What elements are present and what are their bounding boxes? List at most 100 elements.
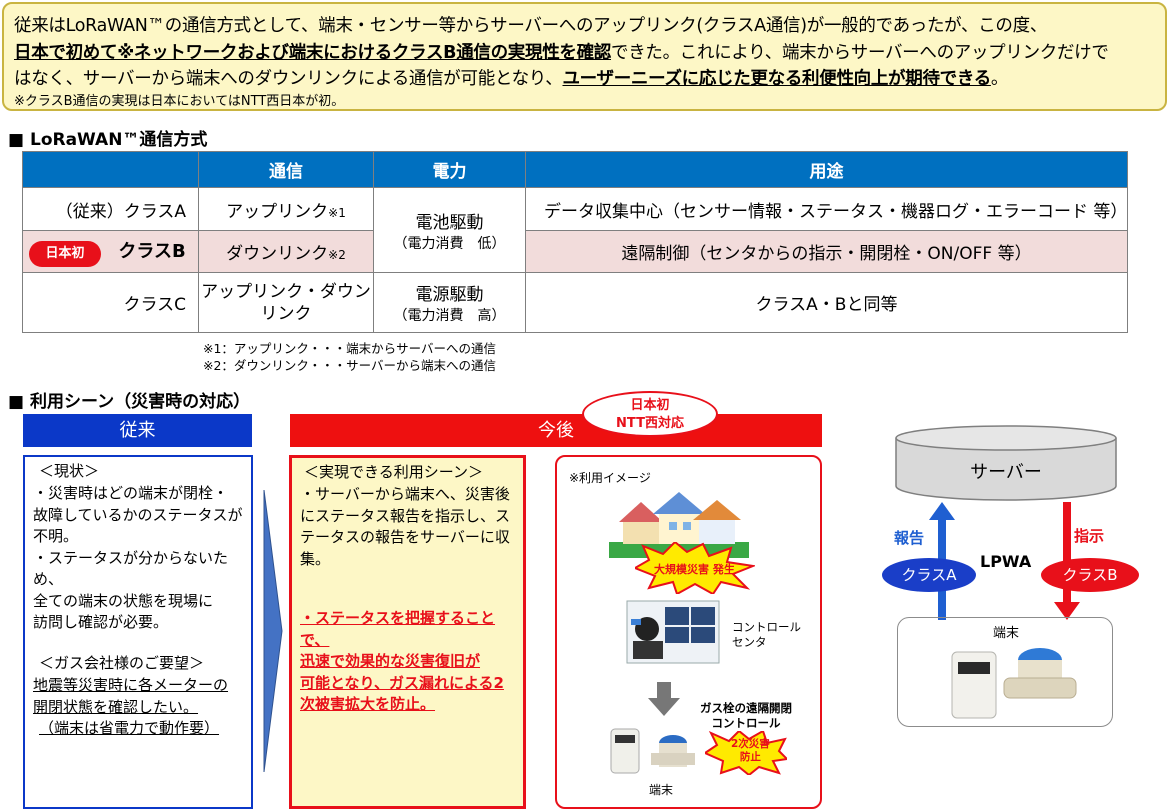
table-row-class-b: 日本初 クラスB ダウンリンク※2 遠隔制御（センタからの指示・開閉栓・ON/O…	[22, 230, 1128, 273]
class-c-power-cell: 電源駆動 （電力消費 高）	[373, 272, 526, 333]
class-b-comm: ダウンリンク※2	[198, 230, 374, 273]
center-label-line: センタ	[732, 635, 767, 649]
after-head: ＜実現できる利用シーン＞	[304, 463, 483, 481]
request-line: 開閉状態を確認したい。	[33, 697, 199, 716]
secondary-disaster-label: 2次災害 防止	[731, 738, 770, 764]
before-status-head: ＜現状＞	[39, 462, 100, 480]
summary-line-1: 従来はLoRaWAN™の通信方式として、端末・センサー等からサーバーへのアップリ…	[14, 16, 1048, 36]
gas-meter-icon	[610, 728, 695, 774]
request-line: 地震等災害時に各メーターの	[33, 676, 229, 694]
table-header-power: 電力	[373, 151, 526, 188]
usage-image-box: ※利用イメージ 大規模災害 発生 コントロール センタ ガス栓の遠隔開閉 コント…	[555, 455, 822, 809]
class-b-comm-text: ダウンリンク	[226, 244, 329, 264]
class-a-label: （従来）クラスA	[22, 187, 199, 231]
section-title-usage: ■ 利用シーン（災害時の対応）	[8, 392, 251, 412]
after-panel: ＜実現できる利用シーン＞ ・サーバーから端末へ、災害後 にステータス報告を指示し…	[289, 455, 526, 809]
after-emphasis: ・ステータスを把握することで、 迅速で効果的な災害復旧が 可能となり、ガス漏れに…	[300, 608, 523, 716]
terminal-box: 端末	[897, 617, 1113, 727]
summary-emphasis-1: 日本で初めて※ネットワークおよび端末におけるクラスB通信の実現性を確認	[14, 43, 611, 63]
summary-emphasis-2: ユーザーニーズに応じた更なる利便性向上が期待できる	[562, 69, 991, 89]
class-b-usage: 遠隔制御（センタからの指示・開閉栓・ON/OFF 等）	[525, 230, 1128, 273]
status-line: 故障しているかのステータスが	[33, 505, 243, 524]
summary-line-2: 日本で初めて※ネットワークおよび端末におけるクラスB通信の実現性を確認できた。こ…	[14, 39, 1109, 64]
status-line: 訪問し確認が必要。	[33, 613, 169, 631]
class-a-comm: アップリンク※1	[198, 187, 374, 231]
before-request-head: ＜ガス会社様のご要望＞	[39, 654, 205, 672]
control-center-icon	[626, 600, 720, 664]
power-battery-note: （電力消費 低）	[393, 235, 506, 252]
japan-first-badge: 日本初	[29, 240, 101, 267]
class-c-comm: アップリンク・ダウンリンク	[198, 272, 374, 333]
control-center-label: コントロール センタ	[732, 620, 801, 650]
report-label: 報告	[894, 529, 925, 547]
secondary-label-line: 防止	[739, 751, 761, 763]
request-line: （端末は省電力で動作要）	[39, 719, 220, 737]
instruct-label: 指示	[1074, 527, 1105, 545]
status-line: ・ステータスが分からないため、	[33, 548, 229, 589]
after-line: テータスの報告をサーバーに収	[300, 528, 510, 546]
class-a-comm-note: ※1	[328, 205, 346, 220]
before-panel: ＜現状＞ ・災害時はどの端末が閉栓・ 故障しているかのステータスが 不明。 ・ス…	[23, 455, 253, 809]
japan-first-ntt-badge: 日本初 NTT西対応	[582, 391, 718, 437]
summary-line-2-rest: できた。これにより、端末からサーバーへのアップリンクだけで	[611, 43, 1109, 63]
summary-note: ※クラスB通信の実現は日本においてはNTT西日本が初。	[14, 94, 345, 109]
lorawan-class-table: 通信 電力 用途 （従来）クラスA アップリンク※1 電池駆動 （電力消費 低）…	[22, 151, 1128, 333]
badge-line: NTT西対応	[616, 416, 684, 431]
class-c-label: クラスC	[22, 272, 199, 333]
table-header-usage: 用途	[525, 151, 1128, 188]
table-header-blank	[22, 151, 199, 188]
summary-line-3: はなく、サーバーから端末へのダウンリンクによる通信が可能となり、ユーザーニーズに…	[14, 65, 1008, 90]
remote-label-line: コントロール	[711, 716, 781, 730]
class-b-comm-note: ※2	[328, 248, 346, 262]
image-terminal-label: 端末	[649, 783, 674, 797]
after-line: 集。	[300, 549, 331, 568]
disaster-label: 大規模災害 発生	[654, 563, 735, 576]
power-battery-cell: 電池駆動 （電力消費 低）	[373, 187, 526, 273]
power-mains-note: （電力消費 高）	[393, 308, 506, 324]
before-request-lines: 地震等災害時に各メーターの 開閉状態を確認したい。 （端末は省電力で動作要）	[33, 675, 228, 740]
class-a-pill: クラスA	[882, 558, 976, 592]
remote-control-label: ガス栓の遠隔開閉 コントロール	[700, 701, 792, 731]
summary-box: 従来はLoRaWAN™の通信方式として、端末・センサー等からサーバーへのアップリ…	[2, 2, 1167, 111]
class-a-comm-text: アップリンク	[226, 201, 329, 222]
class-a-usage: データ収集中心（センサー情報・ステータス・機器ログ・エラーコード 等）	[525, 187, 1128, 231]
remote-label-line: ガス栓の遠隔開閉	[700, 701, 792, 715]
power-battery: 電池駆動	[415, 212, 484, 233]
section-title-lorawan: ■ LoRaWAN™通信方式	[8, 130, 208, 150]
image-caption: ※利用イメージ	[569, 471, 651, 485]
table-header-row: 通信 電力 用途	[22, 151, 1128, 188]
center-label-line: コントロール	[732, 620, 801, 634]
terminal-label: 端末	[992, 626, 1019, 641]
table-header-comm: 通信	[198, 151, 374, 188]
after-lines: ・サーバーから端末へ、災害後 にステータス報告を指示し、ス テータスの報告をサー…	[300, 484, 510, 570]
after-line: ・サーバーから端末へ、災害後	[300, 485, 510, 503]
disaster-burst-icon	[635, 542, 755, 594]
class-c-usage: クラスA・Bと同等	[525, 272, 1128, 333]
emph-line: 迅速で効果的な災害復旧が	[300, 652, 481, 670]
footnote-2: ※2：ダウンリンク・・・サーバーから端末への通信	[203, 358, 497, 373]
before-header: 従来	[23, 414, 252, 447]
server-label: サーバー	[970, 462, 1042, 483]
footnote-1: ※1：アップリンク・・・端末からサーバーへの通信	[203, 341, 497, 356]
summary-line-3-end: 。	[990, 69, 1009, 89]
class-b-pill: クラスB	[1041, 558, 1139, 592]
lpwa-label: LPWA	[980, 552, 1032, 571]
transition-arrow-icon	[263, 490, 283, 772]
table-row-class-a: （従来）クラスA アップリンク※1 電池駆動 （電力消費 低） データ収集中心（…	[22, 187, 1128, 273]
before-status-lines: ・災害時はどの端末が閉栓・ 故障しているかのステータスが 不明。 ・ステータスが…	[33, 483, 251, 634]
table-row-class-c: クラスC アップリンク・ダウンリンク 電源駆動 （電力消費 高） クラスA・Bと…	[22, 272, 1128, 333]
emph-line: 次被害拡大を防止。	[300, 695, 436, 713]
summary-line-3-normal: はなく、サーバーから端末へのダウンリンクによる通信が可能となり、	[14, 69, 563, 89]
down-arrow-icon	[648, 682, 680, 716]
emph-line: 可能となり、ガス漏れによる2	[300, 673, 504, 692]
emph-line: ・ステータスを把握することで、	[300, 609, 496, 649]
meters-icon	[951, 648, 1077, 719]
power-mains: 電源駆動	[415, 285, 484, 305]
status-line: 不明。	[33, 527, 79, 545]
after-line: にステータス報告を指示し、ス	[300, 506, 511, 525]
after-header: 今後	[290, 414, 822, 447]
class-b-label: クラスB	[118, 240, 186, 262]
secondary-label-line: 2次災害	[731, 738, 770, 750]
secondary-disaster-burst-icon	[705, 731, 787, 775]
status-line: 全ての端末の状態を現場に	[33, 591, 214, 610]
